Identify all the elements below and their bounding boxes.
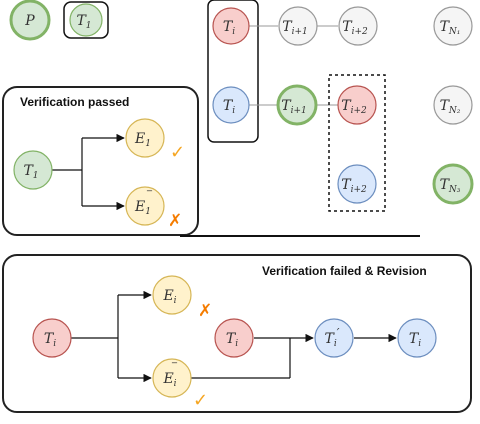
node-ti2-red: Ti+2 (337, 85, 377, 125)
svg-text:Ei: Ei (162, 288, 176, 306)
node-tn2-base: T (440, 98, 451, 114)
node-ti1-green-sub: i+1 (291, 106, 307, 116)
node-ti-mid: Ti (214, 318, 254, 358)
node-tn2-sub: N₂ (448, 106, 461, 116)
node-e1-bar-base: E (134, 199, 145, 215)
node-tn3-base: T (440, 177, 451, 193)
node-ti-final: Ti (397, 318, 437, 358)
node-ti1-gray-sub: i+1 (292, 27, 308, 37)
node-tn1: TN₁ (433, 6, 473, 46)
svg-text:Ti+2: Ti+2 (341, 177, 367, 195)
node-ei-bar-base: E (162, 371, 173, 387)
svg-text:E1: E1 (134, 131, 151, 149)
svg-text:Ti: Ti (409, 331, 421, 349)
node-ti2-red-sub: i+2 (351, 106, 367, 116)
check-icon: ✓ (170, 142, 185, 163)
svg-text:T1: T1 (76, 13, 91, 31)
ti-column-box (207, 0, 259, 143)
svg-text:Ti+1: Ti+1 (281, 98, 307, 116)
verification-failed-panel: Verification failed & Revision Ti Ei ✗ E… (2, 254, 472, 413)
node-tn2: TN₂ (433, 85, 473, 125)
node-ti2-blue: Ti+2 (337, 164, 377, 204)
node-ti-blue-sub: i (232, 106, 235, 116)
node-t1-panel-base: T (23, 163, 34, 179)
node-ti2-gray-base: T (342, 19, 353, 35)
node-e1-bar-sub: 1 (145, 207, 151, 217)
node-ti2-red-base: T (341, 98, 352, 114)
cross-icon: ✗ (198, 301, 212, 321)
node-ti-red-base: T (223, 19, 234, 35)
verification-passed-panel: Verification passed T1 E1 ✓ E1 ‾ ✗ (2, 86, 199, 236)
node-ti-blue: Ti (212, 86, 250, 124)
node-tn3: TN₃ (432, 163, 474, 205)
node-p: P (9, 0, 51, 41)
svg-text:TN₁: TN₁ (440, 19, 461, 37)
svg-text:Ti′: Ti′ (325, 326, 340, 349)
node-ti-red-sub: i (232, 27, 235, 37)
node-ti-bottom-sub: i (53, 339, 56, 349)
node-e1-base: E (134, 131, 145, 147)
node-tn3-sub: N₃ (448, 185, 461, 195)
node-ei-bar-sub: i (174, 379, 177, 389)
node-t1-panel: T1 (13, 150, 53, 190)
cross-icon: ✗ (168, 211, 182, 231)
node-e1-sub: 1 (145, 139, 151, 149)
node-ei-base: E (162, 288, 173, 304)
svg-text:TN₃: TN₃ (440, 177, 461, 195)
node-tn1-sub: N₁ (448, 27, 460, 37)
node-ti-blue-base: T (223, 98, 234, 114)
node-t1-top-sub: 1 (86, 21, 92, 31)
svg-text:Ti+1: Ti+1 (282, 19, 308, 37)
svg-text:Ei: Ei (162, 371, 176, 389)
node-ti1-gray-base: T (282, 19, 293, 35)
node-ti-final-base: T (409, 331, 420, 347)
node-ti-mid-sub: i (235, 339, 238, 349)
svg-text:T1: T1 (23, 163, 38, 181)
node-t1-top-base: T (76, 13, 87, 29)
node-ti-bottom: Ti (32, 318, 72, 358)
node-ti-bottom-base: T (44, 331, 55, 347)
svg-text:Ti+2: Ti+2 (342, 19, 368, 37)
svg-text:Ti+2: Ti+2 (341, 98, 367, 116)
node-ti-final-sub: i (418, 339, 421, 349)
svg-text:TN₂: TN₂ (440, 98, 461, 116)
node-tn1-base: T (440, 19, 451, 35)
prime-mark: ′ (337, 326, 340, 340)
node-ti2-gray-sub: i+2 (352, 27, 368, 37)
node-ti-prime: Ti′ (314, 318, 354, 358)
bar-mark: ‾ (171, 362, 178, 373)
node-e1: E1 (125, 118, 165, 158)
node-e1-bar: E1 ‾ (125, 186, 165, 226)
node-t1-panel-sub: 1 (33, 171, 39, 181)
svg-text:Ti: Ti (223, 19, 235, 37)
svg-text:E1: E1 (134, 199, 151, 217)
node-ei-bar: Ei ‾ (152, 358, 192, 398)
node-ti-prime-base: T (325, 331, 336, 347)
node-t1-top: T1 (69, 3, 103, 37)
node-ti2-blue-sub: i+2 (351, 185, 367, 195)
node-ti1-green-base: T (281, 98, 292, 114)
node-ti2-gray: Ti+2 (338, 6, 378, 46)
node-ti-red: Ti (212, 7, 250, 45)
node-ti2-blue-base: T (341, 177, 352, 193)
check-icon: ✓ (193, 390, 208, 411)
node-p-label: P (24, 13, 35, 29)
verification-failed-title: Verification failed & Revision (262, 264, 427, 278)
verification-passed-title: Verification passed (20, 95, 129, 109)
node-ti1-gray: Ti+1 (278, 6, 318, 46)
bar-mark: ‾ (146, 190, 153, 201)
svg-text:Ti: Ti (223, 98, 235, 116)
t1-selection-box (63, 1, 109, 39)
node-ei-sub: i (174, 296, 177, 306)
svg-text:Ti: Ti (44, 331, 56, 349)
node-ti-mid-base: T (226, 331, 237, 347)
svg-text:Ti: Ti (226, 331, 238, 349)
node-ti1-green: Ti+1 (276, 84, 318, 126)
node-ei: Ei (152, 275, 192, 315)
node-ti-prime-sub: i (334, 339, 337, 349)
